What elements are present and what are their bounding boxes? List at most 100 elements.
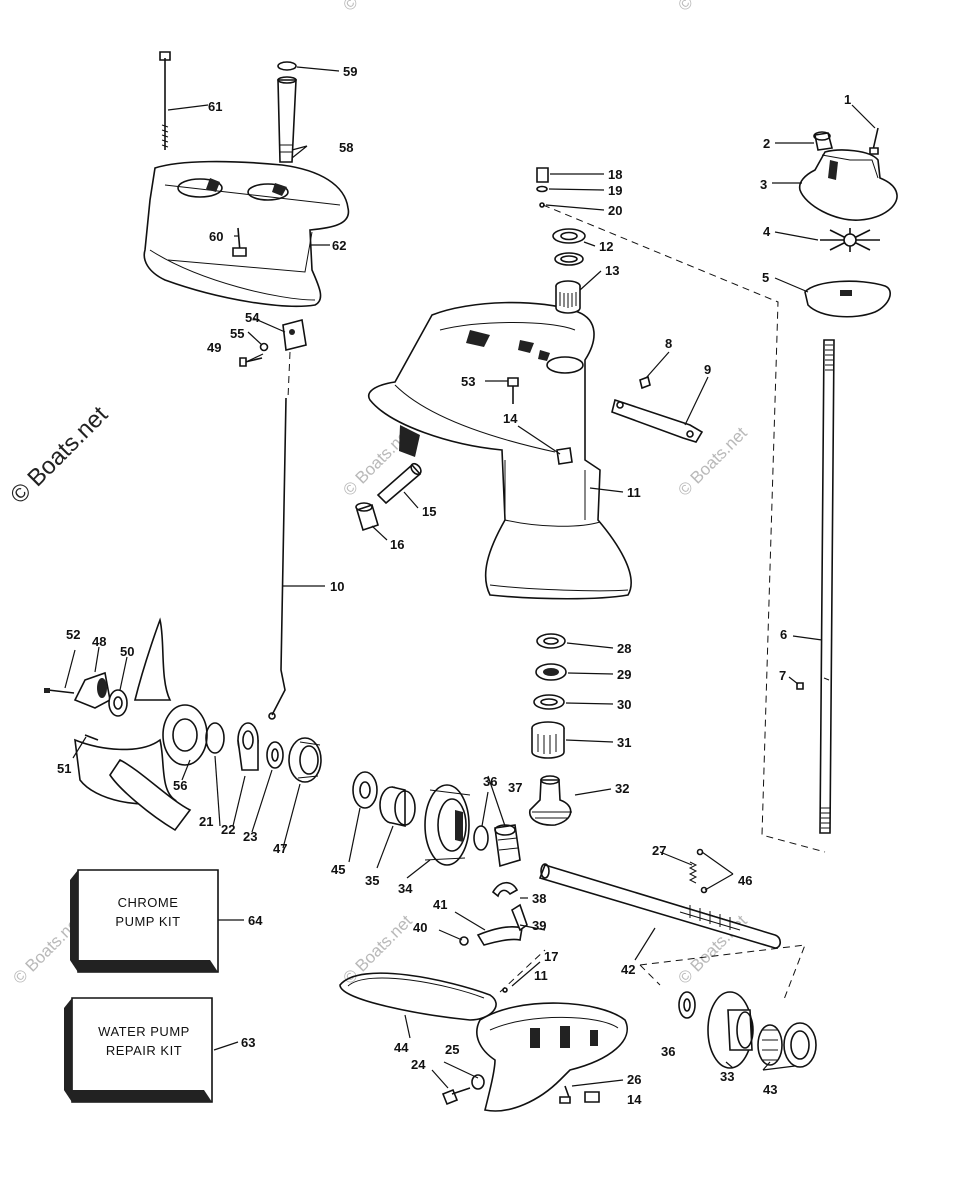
- screw-24: [441, 1087, 471, 1106]
- shift-yoke-38: [491, 881, 519, 898]
- label-64: 64: [248, 913, 263, 928]
- label-1: 1: [844, 92, 851, 107]
- label-5: 5: [762, 270, 769, 285]
- label-38: 38: [532, 891, 546, 906]
- propeller-shaft-42: [538, 863, 782, 949]
- label-48: 48: [92, 634, 106, 649]
- chrome-pump-kit-box: [70, 869, 219, 973]
- label-13: 13: [605, 263, 619, 278]
- seal-30: [533, 694, 565, 710]
- seal-28: [536, 633, 566, 649]
- label-26: 26: [627, 1072, 641, 1087]
- label-51: 51: [57, 761, 71, 776]
- label-15: 15: [422, 504, 436, 519]
- bearing-35: [379, 786, 416, 828]
- water-tube-15: [376, 462, 422, 505]
- screw-8: [639, 375, 651, 390]
- grommet-18: [536, 167, 549, 183]
- bearing-43: [757, 1022, 817, 1068]
- grommet-14: [556, 447, 573, 465]
- label-24: 24: [411, 1057, 426, 1072]
- label-14a: 14: [503, 411, 518, 426]
- propeller: [74, 617, 208, 832]
- water-pump-kit-box: [64, 997, 213, 1103]
- label-58: 58: [339, 140, 353, 155]
- label-62: 62: [332, 238, 346, 253]
- label-46: 46: [738, 873, 752, 888]
- label-14b: 14: [627, 1092, 642, 1107]
- screw-60: [232, 227, 247, 257]
- leader-lines: [64, 66, 876, 1089]
- water-tube: [277, 61, 297, 163]
- label-3: 3: [760, 177, 767, 192]
- bearing-13: [555, 280, 581, 314]
- label-30: 30: [617, 697, 631, 712]
- watermark-faint: © Boats.net: [339, 911, 416, 988]
- chrome-kit-line1: CHROME: [118, 895, 179, 910]
- washer-25: [471, 1074, 485, 1090]
- seal-29: [535, 663, 567, 681]
- bearing-47: [288, 737, 322, 783]
- water-kit-line1: WATER PUMP: [98, 1024, 190, 1039]
- label-11a: 11: [627, 485, 641, 500]
- water-kit-line2: REPAIR KIT: [106, 1043, 182, 1058]
- thrust-washer-36: [473, 825, 489, 851]
- pin-17: [502, 987, 508, 993]
- pinion-gear: [529, 775, 572, 826]
- label-25: 25: [445, 1042, 459, 1057]
- label-16: 16: [390, 537, 404, 552]
- grommet-16: [355, 502, 379, 532]
- label-42: 42: [621, 962, 635, 977]
- pin-40: [459, 936, 469, 946]
- pump-housing: [798, 149, 898, 221]
- label-50: 50: [120, 644, 134, 659]
- label-10: 10: [330, 579, 344, 594]
- shift-rod-connector: [239, 319, 307, 367]
- oring-21: [205, 722, 225, 754]
- label-22: 22: [221, 822, 235, 837]
- washer-50: [108, 689, 128, 717]
- cotter-pin-52: [44, 688, 75, 694]
- exhaust-housing: [143, 160, 350, 308]
- label-36a: 36: [483, 774, 497, 789]
- label-56: 56: [173, 778, 187, 793]
- shift-lever-39: [476, 903, 528, 946]
- label-11b: 11: [534, 968, 548, 983]
- impeller-plate: [804, 280, 891, 318]
- label-53: 53: [461, 374, 475, 389]
- bearing-housing-22: [237, 722, 259, 771]
- label-12: 12: [599, 239, 613, 254]
- screw-53: [507, 377, 519, 404]
- label-39: 39: [532, 918, 546, 933]
- pin-7: [796, 682, 804, 690]
- label-35: 35: [365, 873, 379, 888]
- screw-1: [869, 127, 879, 155]
- label-31: 31: [617, 735, 631, 750]
- shift-rod: [268, 397, 287, 720]
- bearing-31: [531, 721, 565, 759]
- impeller: [820, 228, 880, 252]
- label-17: 17: [544, 949, 558, 964]
- grommet-2: [813, 131, 834, 151]
- gasket-44: [339, 972, 497, 1021]
- thrust-washer-36b: [678, 991, 696, 1019]
- label-9: 9: [704, 362, 711, 377]
- label-19: 19: [608, 183, 622, 198]
- label-55: 55: [230, 326, 244, 341]
- watermark-main: © Boats.net: [5, 401, 113, 509]
- oring-19: [536, 185, 548, 193]
- plug-14b: [584, 1091, 600, 1103]
- label-52: 52: [66, 627, 80, 642]
- seal-12: [552, 228, 586, 266]
- prop-nut-48: [73, 671, 111, 709]
- label-40: 40: [413, 920, 427, 935]
- chrome-kit-line2: PUMP KIT: [115, 914, 180, 929]
- label-33: 33: [720, 1069, 734, 1084]
- thrust-washer-45: [352, 771, 378, 809]
- label-47: 47: [273, 841, 287, 856]
- watermark-faint: © Boats.net: [339, 0, 416, 15]
- label-29: 29: [617, 667, 631, 682]
- label-63: 63: [241, 1035, 255, 1050]
- label-44: 44: [394, 1040, 409, 1055]
